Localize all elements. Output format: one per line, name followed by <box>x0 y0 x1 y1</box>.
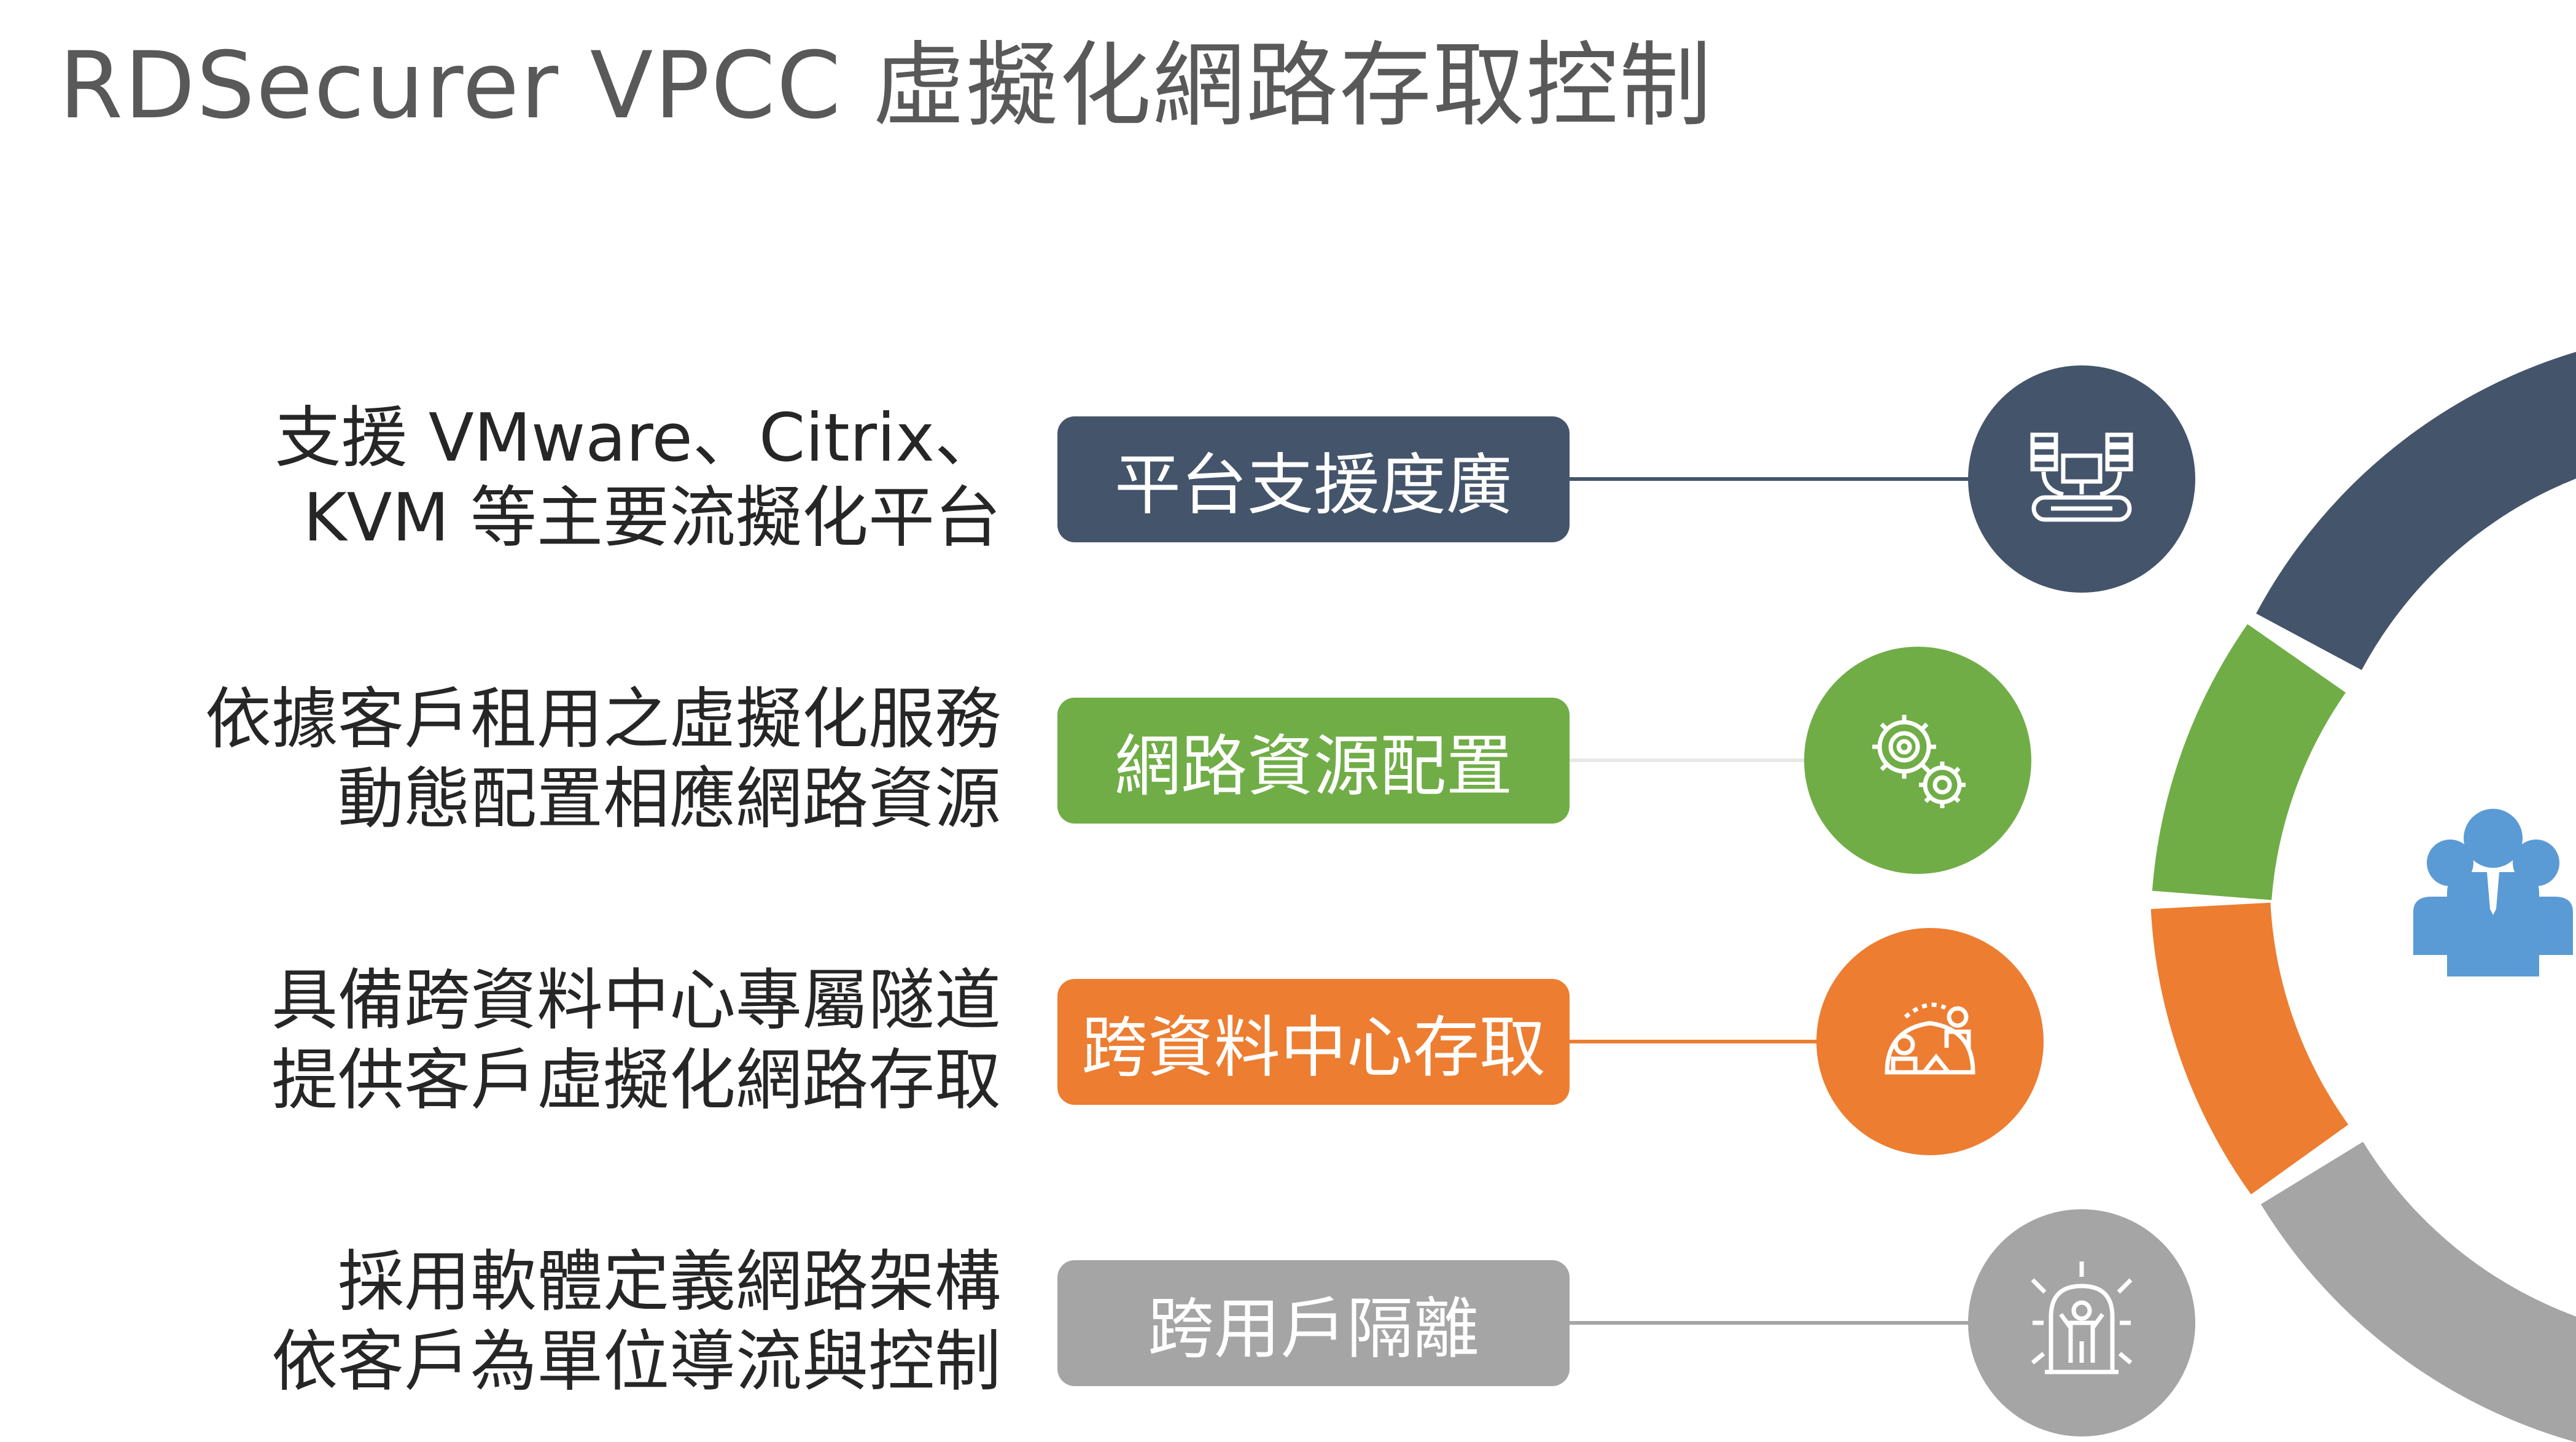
feature-label-platform: 平台支援度廣 <box>1057 416 1570 542</box>
feature-label-network: 網路資源配置 <box>1057 698 1570 824</box>
feature-description-platform: 支援 VMware、Citrix、 KVM 等主要流擬化平台 <box>274 400 1001 556</box>
feature-description-datacenter: 具備跨資料中心專屬隧道 提供客戶虛擬化網路存取 <box>271 962 1001 1119</box>
gears-icon <box>1872 715 1966 808</box>
feature-label-datacenter: 跨資料中心存取 <box>1057 979 1570 1105</box>
feature-circle-datacenter <box>1816 928 2044 1155</box>
ring-segment-green <box>2152 624 2346 901</box>
feature-label-isolation: 跨用戶隔離 <box>1057 1260 1570 1386</box>
page-title: RDSecurer VPCC 虛擬化網路存取控制 <box>59 33 1713 139</box>
feature-circle-network <box>1804 647 2031 874</box>
user-group-icon <box>2413 809 2573 976</box>
server-network-icon <box>2030 432 2133 522</box>
feature-circle-platform <box>1968 365 2195 593</box>
ring-segment-gray <box>2260 1141 2576 1442</box>
connector-line <box>1570 1321 1975 1325</box>
connector-line <box>1570 1040 1827 1043</box>
feature-description-isolation: 採用軟體定義網路架構 依客戶為單位導流與控制 <box>271 1244 1001 1400</box>
ring-segment-orange <box>2150 902 2349 1195</box>
ring-segment-navy <box>2256 351 2576 671</box>
connector-line <box>1570 477 1975 481</box>
feature-description-network: 依據客戶租用之虛擬化服務 動態配置相應網路資源 <box>204 681 1001 838</box>
feature-circle-isolation <box>1968 1209 2195 1436</box>
team-collaboration-icon <box>1885 1002 1975 1075</box>
connector-line <box>1570 758 1815 762</box>
isolated-person-icon <box>2031 1261 2133 1374</box>
